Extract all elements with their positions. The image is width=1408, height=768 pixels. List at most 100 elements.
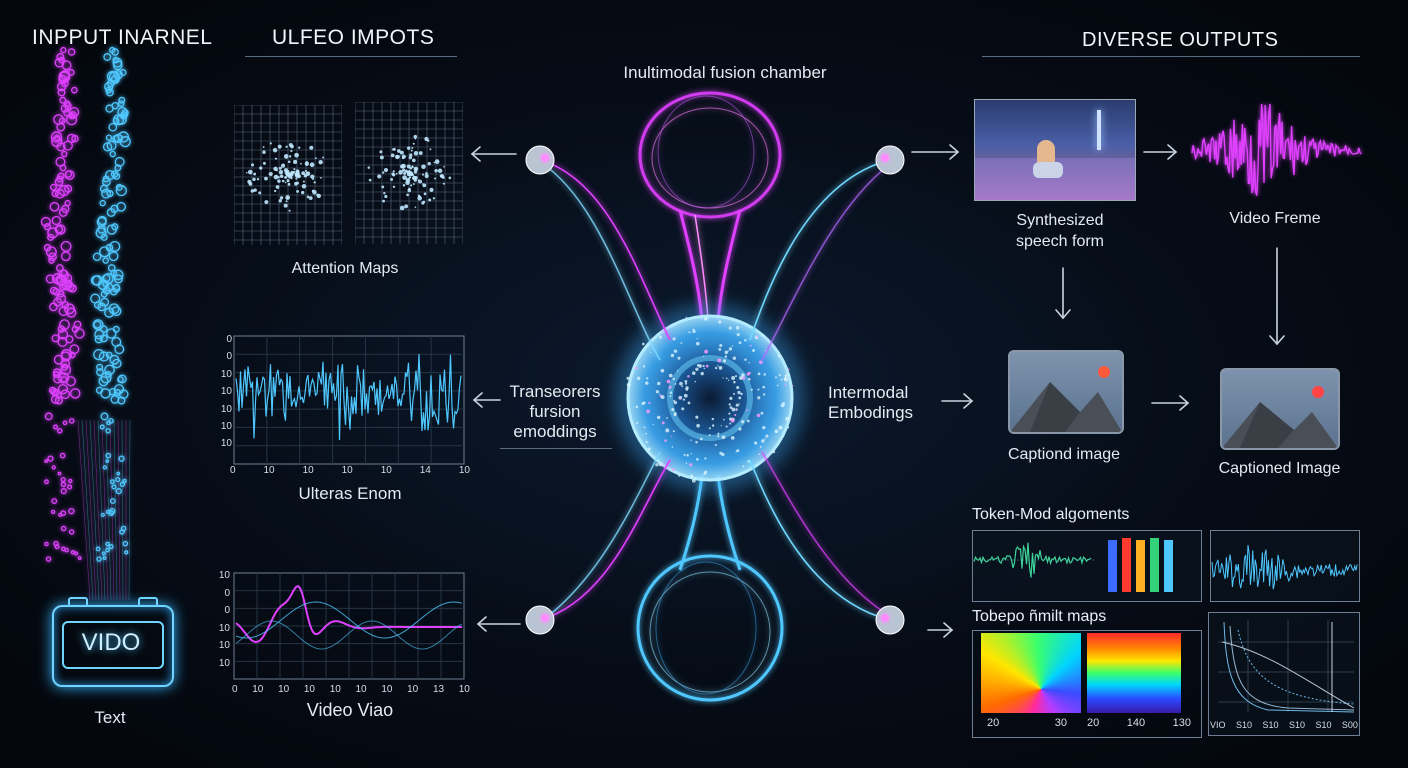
arrow-down-1 [1055, 267, 1071, 320]
particle [45, 246, 57, 258]
orb-particle [791, 385, 794, 387]
attention-point [288, 155, 292, 158]
orb-particle [703, 317, 708, 321]
attention-point [412, 142, 415, 145]
header-divider [245, 56, 457, 57]
label-line: emoddings [513, 422, 597, 441]
attention-point [412, 177, 415, 180]
orb-particle [672, 377, 675, 381]
attention-point [429, 187, 434, 192]
orb-particle [683, 453, 686, 456]
video-y-ticks: 10 0 0 10 10 10 [214, 567, 230, 672]
orb-particle [774, 376, 777, 379]
particle [103, 53, 112, 61]
orb-particle [724, 350, 729, 355]
token-bar [1150, 538, 1159, 592]
tick: 10 [458, 465, 470, 476]
intermodal-label: Intermodal Embodings [828, 383, 948, 423]
attention-point [432, 197, 436, 200]
particle [60, 481, 67, 488]
particle [102, 175, 110, 183]
token-bar [1164, 540, 1173, 592]
orb-particle [731, 376, 736, 380]
token-bar [1136, 540, 1145, 592]
attention-point [406, 146, 411, 150]
orb-particle [676, 370, 679, 372]
particle [117, 131, 130, 143]
particle [102, 556, 107, 561]
particle [51, 465, 56, 470]
tick: 140 [1126, 717, 1146, 729]
attention-point [414, 206, 417, 208]
particle [43, 223, 52, 231]
particle [104, 82, 114, 92]
orb-particle [684, 380, 688, 383]
attention-point [310, 174, 315, 179]
attention-point [284, 175, 288, 179]
tick: 10 [329, 684, 341, 695]
particle [53, 134, 61, 141]
orb-particle [733, 380, 736, 384]
stream-fiber [81, 419, 94, 601]
particle [100, 290, 108, 298]
tick: 10 [218, 640, 230, 651]
stream-fiber [128, 419, 131, 601]
attention-point [309, 162, 315, 168]
particle [110, 75, 120, 85]
orb-particle [757, 388, 760, 391]
particle [99, 424, 105, 430]
attention-point [258, 191, 262, 195]
orb-particle [645, 381, 649, 385]
particle [44, 479, 49, 485]
tick: 10 [341, 465, 353, 476]
input-caption: Text [94, 708, 126, 727]
orb-particle [636, 422, 639, 425]
particle [57, 329, 69, 340]
orb-particle [658, 393, 661, 395]
attention-point [253, 188, 257, 192]
header-divider-right [982, 56, 1360, 57]
orb-particle [735, 451, 737, 453]
particle [109, 479, 115, 485]
orb-particle [791, 398, 794, 401]
attention-point [406, 164, 411, 169]
orb-particle [733, 392, 736, 395]
attention-point [421, 164, 426, 170]
device-screen [62, 621, 164, 669]
orb-particle [731, 345, 734, 347]
orb-particle [778, 425, 783, 430]
orb-particle [750, 388, 753, 391]
attention-point [250, 189, 255, 193]
particle [74, 328, 85, 339]
particle [61, 150, 68, 158]
attention-point [306, 172, 309, 174]
heatmap-radial [981, 633, 1081, 713]
particle [117, 396, 126, 405]
particle [120, 525, 127, 532]
orb-particle [714, 444, 717, 447]
attention-point [313, 181, 316, 184]
particle [56, 142, 66, 152]
attention-point [306, 195, 310, 199]
particle [51, 273, 63, 284]
particle [118, 455, 125, 462]
attention-point [402, 175, 407, 180]
orb-particle [722, 359, 727, 363]
orb-particle [682, 398, 686, 401]
tick: S10 [1315, 720, 1332, 730]
particle [102, 465, 108, 470]
particle [105, 88, 114, 97]
tick: 10 [458, 684, 470, 695]
orb-particle [708, 427, 711, 430]
attention-point [405, 180, 410, 186]
particle [96, 556, 102, 562]
particle [71, 86, 78, 94]
particle [60, 46, 67, 54]
attention-point [407, 174, 409, 177]
orb-particle [738, 403, 741, 405]
ulteras-x-ticks: 0 10 10 10 10 14 10 [230, 465, 470, 476]
particle [64, 547, 69, 553]
orb-particle [718, 320, 722, 324]
particle [114, 344, 125, 355]
